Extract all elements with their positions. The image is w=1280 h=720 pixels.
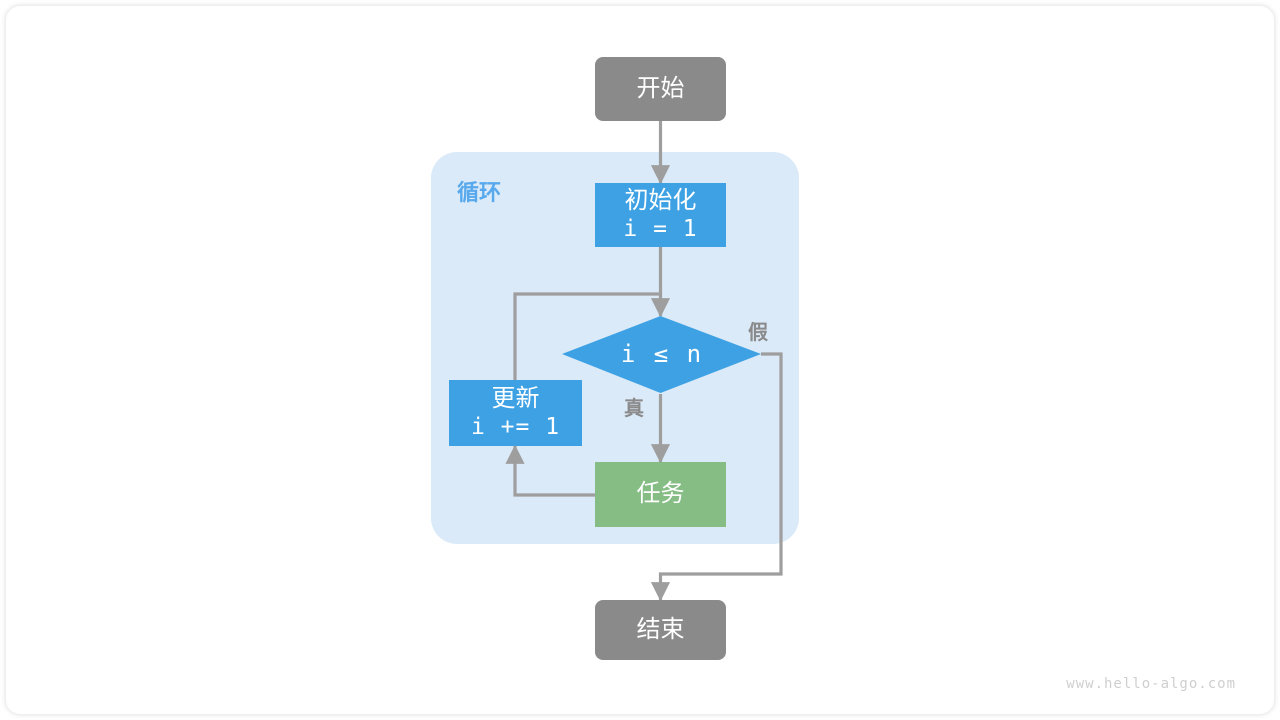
node-init[interactable]: 初始化 i = 1 [595,183,726,247]
node-update-label-line2: i += 1 [470,413,561,440]
node-init-label-line1: 初始化 [624,187,697,215]
flowchart-canvas: 循环 [6,6,1274,714]
loop-container-label: 循环 [457,180,502,205]
node-end-label: 结束 [636,615,685,643]
edge-task-to-update [505,444,595,497]
decision-diamond-shape [562,316,761,393]
node-task[interactable]: 任务 [595,462,726,527]
connector-layer [505,121,783,602]
page-card: 循环 [6,6,1274,714]
node-start-label: 开始 [636,74,685,102]
node-end[interactable]: 结束 [595,600,726,660]
node-start[interactable]: 开始 [595,57,726,121]
node-decision[interactable] [6,6,1280,720]
edge-decision-to-end [650,352,783,602]
watermark: www.hello-algo.com [1066,676,1236,692]
edge-label-false: 假 [748,322,768,344]
node-task-label: 任务 [636,480,685,508]
node-decision-label: i ≤ n [620,340,704,368]
node-init-label-line2: i = 1 [623,215,698,242]
edge-label-true: 真 [624,398,644,420]
edge-update-to-decision [513,292,661,380]
node-update-label-line1: 更新 [491,385,540,413]
node-update[interactable]: 更新 i += 1 [449,380,582,446]
